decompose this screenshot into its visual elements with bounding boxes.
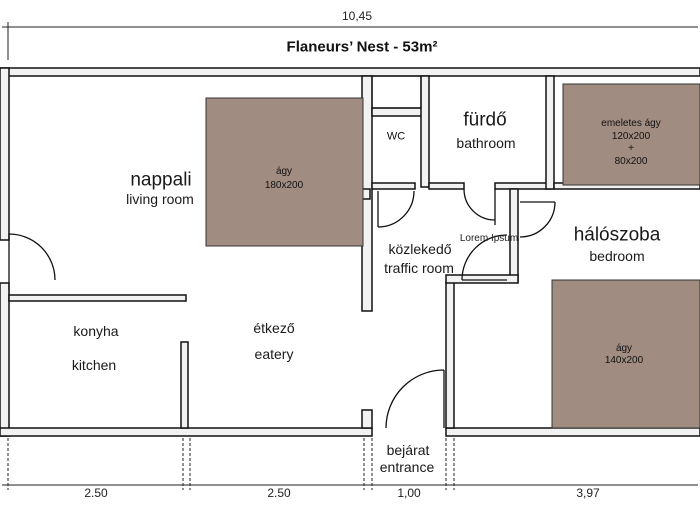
fixtures [371, 75, 422, 109]
bed-main [205, 97, 364, 247]
bed-bedroom-label: ágy [615, 343, 633, 354]
living-room-label-en: living room [126, 191, 194, 207]
lorem-ipsum-label: Lorem Ipsum [459, 233, 519, 244]
wall-bottom-left [0, 427, 373, 437]
interior-walls [8, 75, 700, 429]
bunk-bed-size-1: 120x200 [611, 131, 651, 142]
wall-kitchen-right [180, 341, 189, 429]
outer-walls [0, 67, 700, 437]
door-living[interactable] [8, 233, 56, 290]
entrance-label-en: entrance [379, 459, 435, 475]
eatery-width-label: 2.50 [267, 486, 291, 500]
plan-title: Flaneurs’ Nest - 53m² [286, 38, 438, 56]
wall-wc-top [371, 107, 423, 117]
kitchen-label-en: kitchen [71, 357, 117, 373]
door-entrance[interactable] [385, 369, 445, 429]
bed-bedroom-size: 140x200 [604, 355, 644, 366]
bedroom-label-en: bedroom [589, 248, 645, 264]
entrance-width-label: 1,00 [397, 486, 421, 500]
door-bathroom[interactable] [463, 188, 496, 225]
eatery-label-en: eatery [254, 346, 294, 362]
eatery-label-hu: étkező [253, 320, 295, 336]
wall-bath-right [545, 75, 555, 190]
kitchen-width-label: 2.50 [84, 486, 108, 500]
fixture-wc-top [371, 75, 422, 109]
bunk-bed-size-2: 80x200 [614, 156, 648, 167]
wall-eatery-right-lower [361, 409, 373, 429]
wall-wc-bottom [371, 182, 416, 190]
wall-left-lower [0, 282, 10, 437]
wall-bath-bottom [428, 182, 465, 190]
bedroom-label-hu: hálószoba [573, 224, 661, 246]
bunk-bed-label: emeletes ágy [601, 118, 661, 129]
doors [8, 188, 556, 429]
bed-main-size: 180x200 [264, 180, 304, 191]
bottom-dimension-line [2, 438, 698, 490]
wall-left-upper [0, 67, 10, 241]
kitchen-label-hu: konyha [73, 323, 119, 339]
traffic-room-label-hu: közlekedő [388, 241, 452, 257]
bedroom-width-label: 3,97 [576, 486, 600, 500]
wall-kitchen-top [8, 294, 187, 302]
wall-traffic-step [445, 274, 519, 284]
furniture [205, 83, 700, 429]
bed-main-label: ágy [275, 166, 293, 177]
bathroom-label-en: bathroom [456, 135, 516, 151]
entrance-label-hu: bejárat [386, 442, 430, 458]
total-width-label: 10,45 [341, 9, 373, 23]
wc-label: WC [386, 130, 406, 143]
bunk-bed [562, 83, 700, 186]
bed-bedroom [551, 279, 700, 429]
wall-wc-right [420, 75, 430, 188]
top-dimension-line [2, 22, 698, 60]
wall-bottom-right [445, 427, 700, 437]
traffic-room-label-en: traffic room [384, 260, 454, 276]
wall-bath-bottom-right [494, 182, 552, 190]
wall-traffic-right [445, 281, 455, 429]
door-traffic[interactable] [461, 234, 508, 281]
door-bedroom[interactable] [519, 201, 556, 238]
bunk-bed-plus: + [628, 143, 634, 154]
bathroom-label-hu: fürdő [463, 109, 507, 131]
wall-top [0, 67, 700, 77]
living-room-label-hu: nappali [130, 169, 192, 191]
door-wc[interactable] [377, 190, 415, 228]
